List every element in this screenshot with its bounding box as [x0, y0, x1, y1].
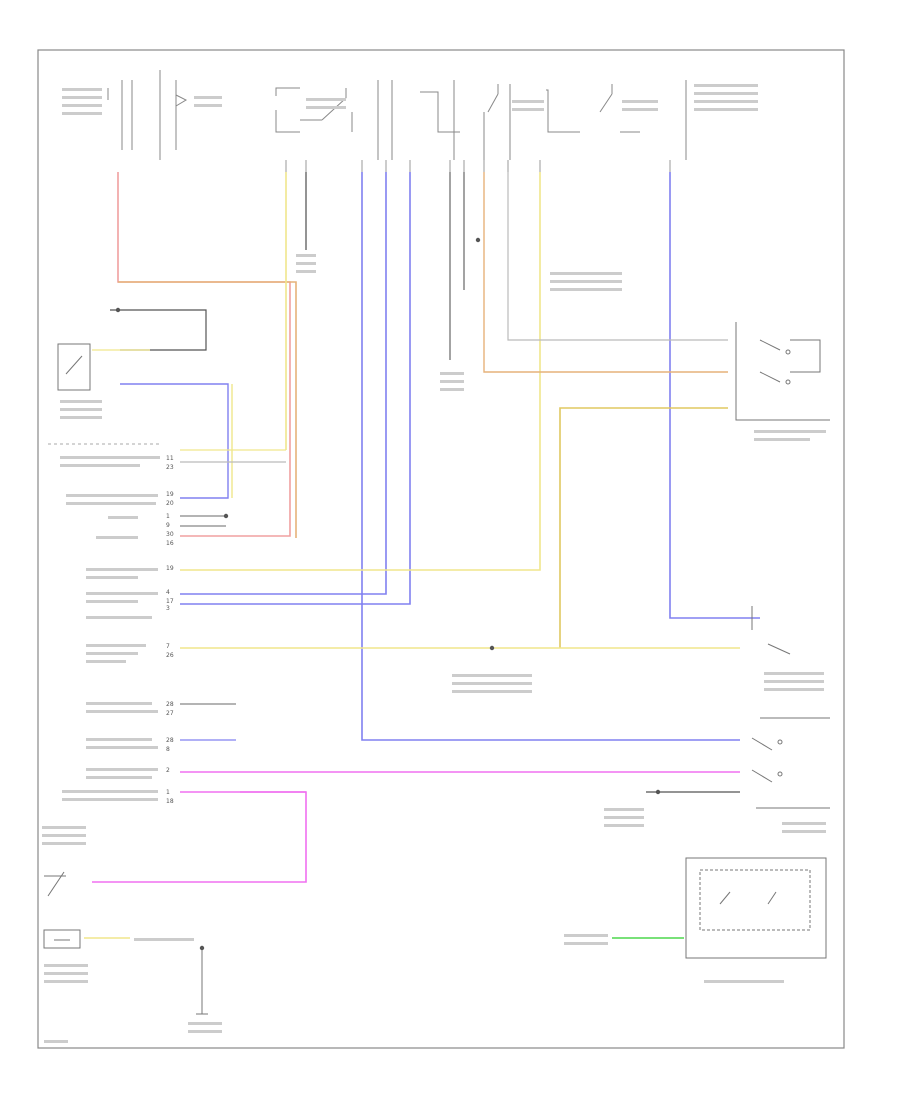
module-pin-label: 28: [166, 737, 174, 744]
wire-orange-switch: [483, 172, 728, 373]
top-connector-ticks: [285, 160, 671, 172]
wire-gray-switch: [507, 172, 728, 341]
wire-yellow-to-right: [559, 407, 728, 648]
wire-red-supply: [117, 172, 291, 537]
module-pin-label: 11: [166, 455, 174, 462]
wire-blue-mid: [180, 172, 387, 595]
wire-yellow-long: [180, 172, 541, 571]
top-left-fuse-group: [107, 70, 188, 160]
module-pin-label: 17: [166, 598, 174, 605]
module-pin-label: 26: [166, 652, 174, 659]
module-pin-label: 4: [166, 589, 170, 596]
wire-ground-loop: [110, 309, 207, 351]
wire-blue-inner: [180, 172, 411, 605]
module-pin-label: 9: [166, 522, 170, 529]
right-switch-group: [735, 322, 830, 809]
relay-center: [420, 80, 687, 160]
module-pin-label: 16: [166, 540, 174, 547]
wire-orange-supply: [118, 281, 297, 538]
bottom-left-switch: [43, 871, 208, 1015]
module-pin-label: 20: [166, 500, 174, 507]
wire-blue-right: [669, 172, 760, 619]
module-pin-label: 1: [166, 789, 170, 796]
module-pin-label: 18: [166, 798, 174, 805]
module-short-wires: [92, 349, 740, 793]
splice-dots: [115, 237, 661, 951]
module-pin-label: 7: [166, 643, 170, 650]
wire-pink-loop: [92, 791, 307, 883]
module-pin-label: 19: [166, 565, 174, 572]
left-switch-box: [57, 343, 91, 391]
diagram-frame: [37, 49, 845, 1049]
wire-blue-long: [361, 172, 740, 741]
instrument-cluster: [685, 857, 827, 959]
module-label-blocks: [60, 456, 160, 801]
module-pin-label: 2: [166, 767, 170, 774]
module-pin-label: 3: [166, 605, 170, 612]
module-pin-label: 19: [166, 491, 174, 498]
module-pin-label: 28: [166, 701, 174, 708]
module-pin-label: 27: [166, 710, 174, 717]
module-pin-label: 30: [166, 531, 174, 538]
module-pin-label: 8: [166, 746, 170, 753]
module-pin-label: 1: [166, 513, 170, 520]
ignition-relay-left: [275, 80, 393, 160]
caption-blocks: [42, 84, 826, 1043]
module-pin-label: 23: [166, 464, 174, 471]
wire-blue-switch: [120, 383, 229, 499]
